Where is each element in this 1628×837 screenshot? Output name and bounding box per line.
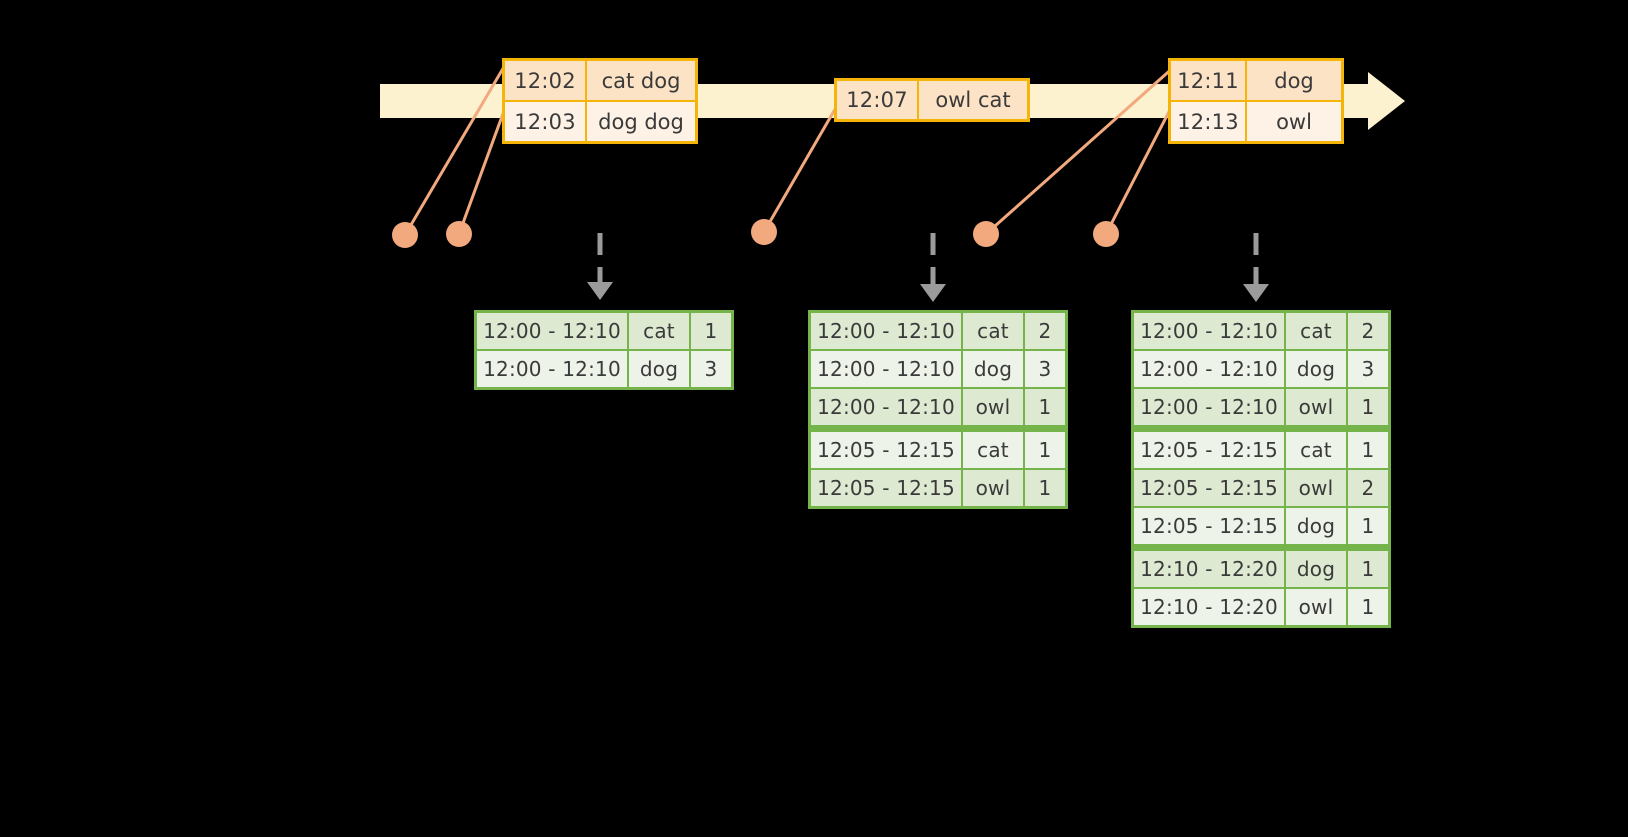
- cell-window: 12:10 - 12:20: [1134, 589, 1284, 625]
- event-row: 12:13 owl: [1171, 100, 1341, 141]
- cell-word: dog: [1286, 551, 1346, 587]
- event-words: owl: [1247, 102, 1341, 141]
- cell-count: 3: [1348, 351, 1388, 387]
- cell-window: 12:00 - 12:10: [811, 313, 961, 349]
- timeline-arrowhead: [1368, 72, 1405, 130]
- event-dot: [751, 219, 777, 245]
- event-box-group-3[interactable]: 12:11 dog 12:13 owl: [1168, 58, 1344, 144]
- cell-window: 12:00 - 12:10: [477, 313, 627, 349]
- event-dot: [973, 221, 999, 247]
- cell-word: dog: [963, 351, 1023, 387]
- event-box-group-2[interactable]: 12:07 owl cat: [834, 78, 1030, 122]
- connector-line: [762, 103, 840, 233]
- cell-count: 1: [1025, 432, 1065, 468]
- event-row: 12:11 dog: [1171, 61, 1341, 100]
- event-time: 12:11: [1171, 61, 1247, 100]
- cell-word: owl: [1286, 589, 1346, 625]
- window-group-separator: [811, 427, 1065, 430]
- cell-window: 12:05 - 12:15: [1134, 432, 1284, 468]
- event-row: 12:03 dog dog: [505, 100, 695, 141]
- connector-dots: [392, 219, 1119, 248]
- event-time: 12:02: [505, 61, 587, 100]
- event-words: cat dog: [587, 61, 695, 100]
- cell-window: 12:00 - 12:10: [477, 351, 627, 387]
- cell-count: 1: [1025, 470, 1065, 506]
- window-group-separator: [1134, 427, 1388, 430]
- cell-word: owl: [1286, 389, 1346, 425]
- cell-word: cat: [963, 313, 1023, 349]
- cell-count: 3: [1025, 351, 1065, 387]
- cell-count: 1: [1348, 551, 1388, 587]
- event-time: 12:07: [837, 81, 919, 119]
- cell-count: 1: [1348, 589, 1388, 625]
- cell-word: cat: [1286, 432, 1346, 468]
- cell-window: 12:05 - 12:15: [1134, 508, 1284, 544]
- cell-window: 12:00 - 12:10: [811, 389, 961, 425]
- connector-line: [1104, 99, 1177, 235]
- connector-line: [457, 99, 510, 235]
- cell-window: 12:00 - 12:10: [1134, 351, 1284, 387]
- cell-count: 1: [1348, 389, 1388, 425]
- cell-count: 1: [1025, 389, 1065, 425]
- cell-word: dog: [1286, 508, 1346, 544]
- cell-window: 12:00 - 12:10: [811, 351, 961, 387]
- event-box-group-1[interactable]: 12:02 cat dog 12:03 dog dog: [502, 58, 698, 144]
- cell-window: 12:10 - 12:20: [1134, 551, 1284, 587]
- dashed-arrow-head: [1243, 284, 1269, 302]
- event-time: 12:13: [1171, 102, 1247, 141]
- cell-count: 1: [691, 313, 731, 349]
- cell-count: 3: [691, 351, 731, 387]
- cell-window: 12:00 - 12:10: [1134, 313, 1284, 349]
- cell-window: 12:05 - 12:15: [1134, 470, 1284, 506]
- cell-window: 12:05 - 12:15: [811, 432, 961, 468]
- cell-count: 1: [1348, 432, 1388, 468]
- event-row: 12:07 owl cat: [837, 81, 1027, 119]
- cell-count: 2: [1348, 470, 1388, 506]
- cell-word: owl: [963, 389, 1023, 425]
- cell-word: cat: [629, 313, 689, 349]
- cell-word: cat: [1286, 313, 1346, 349]
- dashed-arrow-head: [920, 284, 946, 302]
- cell-word: cat: [963, 432, 1023, 468]
- cell-count: 2: [1025, 313, 1065, 349]
- dashed-arrow-head: [587, 282, 613, 300]
- event-dot: [446, 221, 472, 247]
- cell-word: dog: [1286, 351, 1346, 387]
- window-group-separator: [1134, 546, 1388, 549]
- cell-word: dog: [629, 351, 689, 387]
- event-time: 12:03: [505, 102, 587, 141]
- dashed-arrow-group: [587, 233, 1269, 302]
- event-dot: [1093, 221, 1119, 247]
- event-dot: [392, 222, 418, 248]
- cell-word: owl: [963, 470, 1023, 506]
- cell-count: 1: [1348, 508, 1388, 544]
- event-row: 12:02 cat dog: [505, 61, 695, 100]
- event-words: owl cat: [919, 81, 1027, 119]
- cell-window: 12:05 - 12:15: [811, 470, 961, 506]
- cell-word: owl: [1286, 470, 1346, 506]
- cell-count: 2: [1348, 313, 1388, 349]
- event-words: dog dog: [587, 102, 695, 141]
- event-words: dog: [1247, 61, 1341, 100]
- cell-window: 12:00 - 12:10: [1134, 389, 1284, 425]
